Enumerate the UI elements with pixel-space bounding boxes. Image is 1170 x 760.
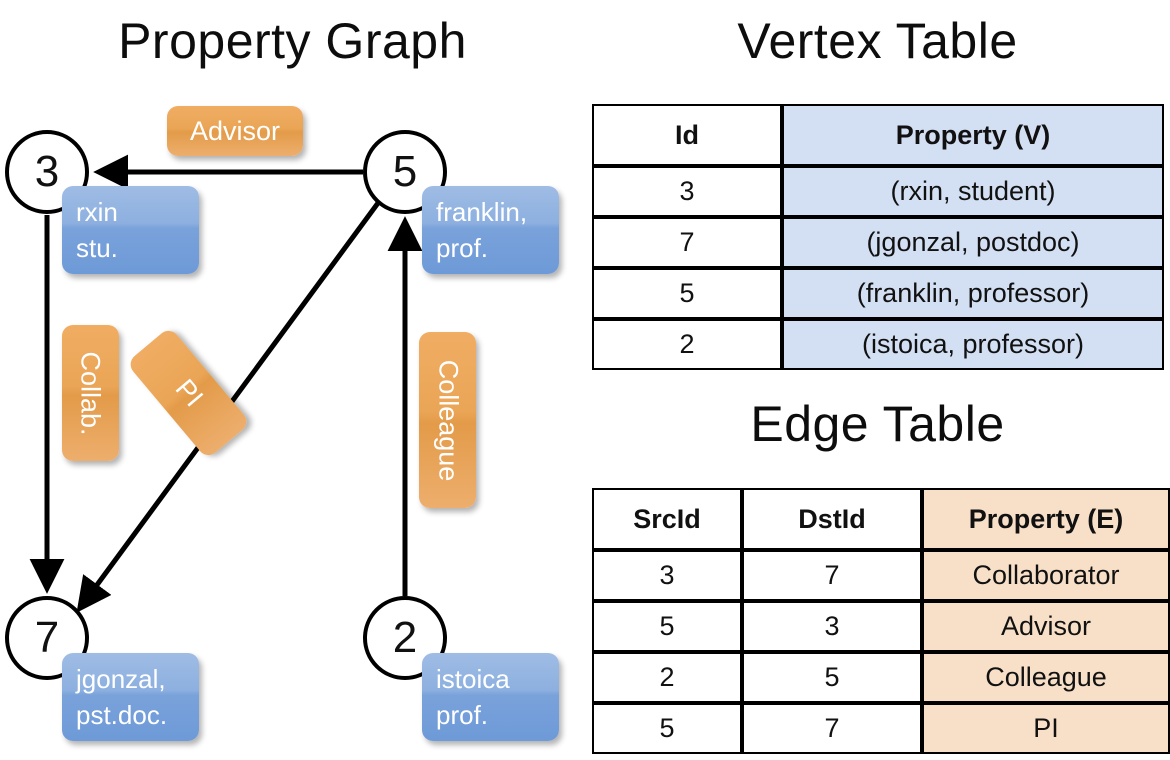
edge-label-advisor: Advisor [167, 106, 303, 156]
vertex-cell-property: (franklin, professor) [782, 268, 1164, 319]
edge-label-colleague-text: Colleague [433, 359, 463, 481]
edge-cell-dst: 7 [742, 550, 922, 601]
vertex-table-header-property: Property (V) [782, 104, 1164, 166]
property-graph-panel: Property Graph 3 5 7 2 rxin stu. frankli… [5, 13, 559, 741]
table-row[interactable]: 5 3 Advisor [592, 601, 1170, 652]
vertex-label-2-line1: istoica [436, 664, 510, 694]
edge-table-header-srcid: SrcId [592, 488, 742, 550]
edge-cell-dst: 7 [742, 703, 922, 754]
edge-cell-property: PI [922, 703, 1170, 754]
edge-cell-src: 5 [592, 703, 742, 754]
vertex-table: Id Property (V) 3 (rxin, student) 7 (jgo… [592, 104, 1164, 370]
edge-cell-src: 5 [592, 601, 742, 652]
edge-label-collab: Collab. [62, 325, 119, 461]
vertex-cell-property: (jgonzal, postdoc) [782, 217, 1164, 268]
edge-label-colleague: Colleague [419, 332, 476, 508]
edge-table: SrcId DstId Property (E) 3 7 Collaborato… [592, 488, 1170, 754]
edge-cell-property: Collaborator [922, 550, 1170, 601]
vertex-label-5-line2: prof. [436, 232, 489, 263]
table-row[interactable]: 2 5 Colleague [592, 652, 1170, 703]
vertex-cell-id: 2 [592, 319, 782, 370]
edge-label-advisor-text: Advisor [189, 115, 281, 146]
vertex-label-3-line2: stu. [76, 232, 118, 263]
vertex-label-3: rxin stu. [62, 186, 199, 274]
table-row[interactable]: 7 (jgonzal, postdoc) [592, 217, 1164, 268]
vertex-label-7: jgonzal, pst.doc. [62, 653, 199, 741]
edge-cell-property: Colleague [922, 652, 1170, 703]
table-row[interactable]: 5 7 PI [592, 703, 1170, 754]
vertex-cell-id: 3 [592, 166, 782, 217]
table-row[interactable]: 3 7 Collaborator [592, 550, 1170, 601]
graph-node-2[interactable]: 2 [363, 596, 447, 680]
edge-table-header-dstid: DstId [742, 488, 922, 550]
edge-table-header-property: Property (E) [922, 488, 1170, 550]
edge-cell-dst: 5 [742, 652, 922, 703]
edge-cell-property: Advisor [922, 601, 1170, 652]
vertex-label-7-line1: jgonzal, [76, 664, 166, 694]
vertex-table-title: Vertex Table [737, 13, 1018, 69]
edge-table-header-row: SrcId DstId Property (E) [592, 488, 1170, 550]
vertex-label-2-line2: prof. [436, 699, 489, 730]
vertex-label-5-line1: franklin, [436, 197, 528, 227]
vertex-cell-id: 7 [592, 217, 782, 268]
vertex-label-2: istoica prof. [422, 653, 559, 741]
vertex-cell-property: (istoica, professor) [782, 319, 1164, 370]
vertex-cell-property: (rxin, student) [782, 166, 1164, 217]
vertex-label-3-line1: rxin [76, 197, 118, 227]
edge-label-collab-text: Collab. [76, 350, 107, 436]
table-row[interactable]: 2 (istoica, professor) [592, 319, 1164, 370]
vertex-cell-id: 5 [592, 268, 782, 319]
graph-node-5[interactable]: 5 [363, 130, 447, 214]
table-row[interactable]: 3 (rxin, student) [592, 166, 1164, 217]
vertex-table-header-id: Id [592, 104, 782, 166]
edge-label-pi-text: PI [169, 373, 209, 413]
edge-cell-dst: 3 [742, 601, 922, 652]
table-row[interactable]: 5 (franklin, professor) [592, 268, 1164, 319]
graph-title: Property Graph [118, 13, 467, 69]
vertex-label-5: franklin, prof. [422, 186, 559, 274]
edge-cell-src: 2 [592, 652, 742, 703]
edge-cell-src: 3 [592, 550, 742, 601]
vertex-label-7-line2: pst.doc. [76, 699, 168, 730]
vertex-table-header-row: Id Property (V) [592, 104, 1164, 166]
edge-table-title: Edge Table [750, 396, 1005, 452]
